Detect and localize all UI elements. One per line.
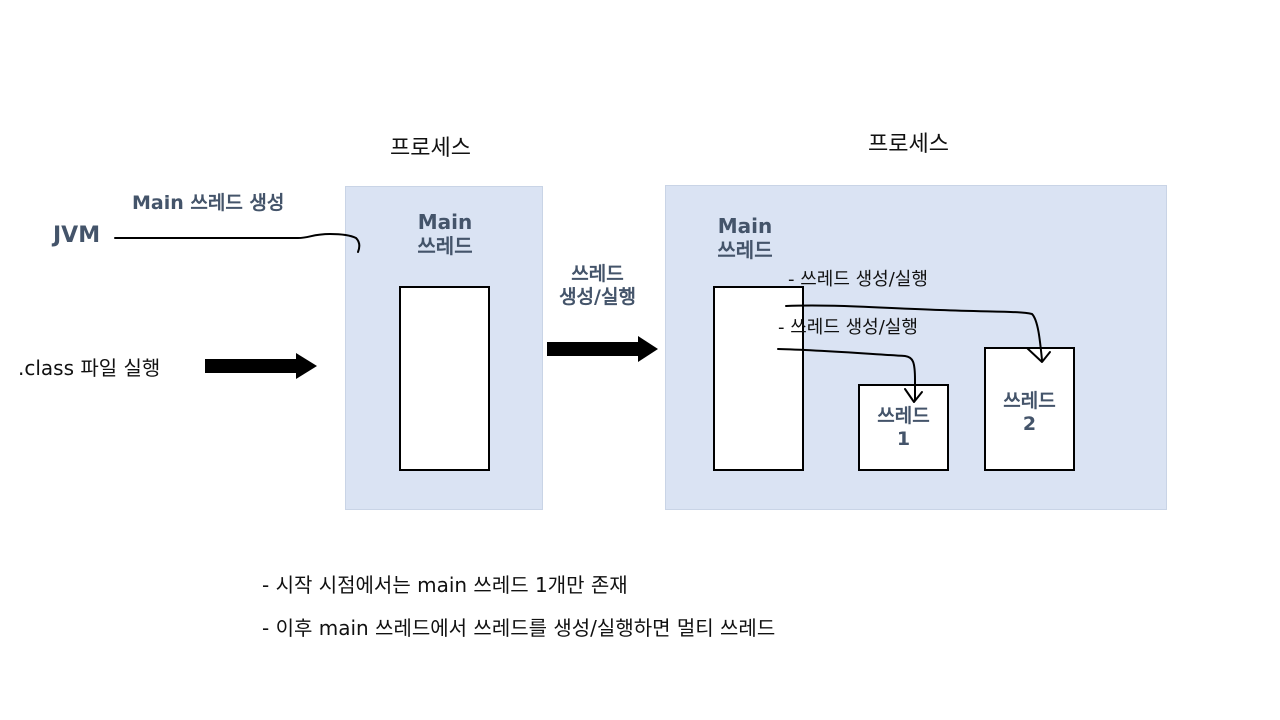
right-main-thread-label: Main 쓰레드 — [700, 214, 790, 262]
left-main-thread-label-line1: Main — [417, 210, 473, 234]
left-main-thread-rect — [399, 286, 490, 471]
right-process-title: 프로세스 — [868, 132, 949, 157]
thread-1-label-line2: 1 — [896, 427, 911, 450]
thread-2-label-line1: 쓰레드 — [1003, 390, 1056, 412]
note-2: - 이후 main 쓰레드에서 쓰레드를 생성/실행하면 멀티 쓰레드 — [262, 616, 776, 640]
jvm-label: JVM — [53, 223, 101, 248]
thread-2-label: 쓰레드 2 — [984, 390, 1075, 436]
transition-label-line2: 생성/실행 — [559, 285, 636, 308]
thread-1-label-line1: 쓰레드 — [877, 405, 930, 427]
thread-2-label-line2: 2 — [1022, 412, 1037, 435]
left-main-thread-label: Main 쓰레드 — [390, 210, 500, 258]
class-run-label: .class 파일 실행 — [18, 356, 161, 380]
create-run-label-1: - 쓰레드 생성/실행 — [788, 269, 928, 290]
jvm-create-line — [114, 232, 361, 253]
right-main-thread-label-line1: Main — [717, 214, 773, 238]
transition-arrow-icon — [547, 336, 658, 362]
class-run-arrow-icon — [205, 353, 317, 379]
transition-label: 쓰레드 생성/실행 — [545, 263, 650, 309]
left-main-thread-label-line2: 쓰레드 — [417, 234, 473, 258]
right-main-thread-label-line2: 쓰레드 — [717, 238, 773, 262]
transition-label-line1: 쓰레드 — [571, 263, 624, 285]
left-process-title: 프로세스 — [390, 136, 471, 161]
create-run-label-2: - 쓰레드 생성/실행 — [778, 317, 918, 338]
note-1: - 시작 시점에서는 main 쓰레드 1개만 존재 — [262, 573, 628, 597]
thread-2-rect — [984, 347, 1075, 471]
create-main-thread-label: Main 쓰레드 생성 — [132, 192, 285, 214]
thread-1-label: 쓰레드 1 — [858, 405, 949, 451]
